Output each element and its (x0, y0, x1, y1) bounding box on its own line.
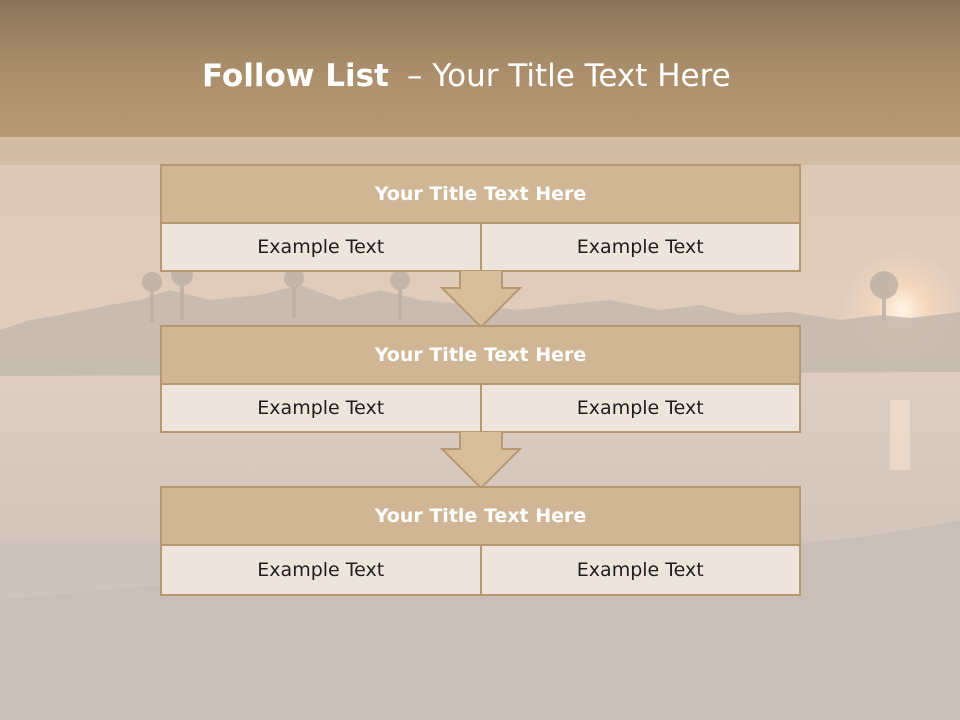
slide-title-dash: – (406, 58, 423, 94)
list-block-2: Your Title Text Here Example Text Exampl… (160, 325, 801, 433)
title-header-band (0, 0, 960, 137)
block-cell-left: Example Text (257, 397, 385, 419)
slide-title-text: Your Title Text Here (432, 58, 731, 94)
slide-title: Follow List–Your Title Text Here (202, 54, 731, 98)
down-arrow-icon (440, 431, 522, 490)
list-block-3: Your Title Text Here Example Text Exampl… (160, 486, 801, 596)
block-cell-left: Example Text (257, 236, 385, 258)
block-row: Example Text Example Text (162, 224, 799, 270)
block-cell-right: Example Text (479, 385, 800, 431)
block-title: Your Title Text Here (162, 488, 799, 546)
header-lower-band (0, 137, 960, 165)
block-row: Example Text Example Text (162, 546, 799, 594)
block-row: Example Text Example Text (162, 385, 799, 431)
block-cell-right: Example Text (479, 546, 800, 594)
slide-title-bold: Follow List (202, 58, 389, 94)
block-title: Your Title Text Here (162, 327, 799, 385)
down-arrow-icon (440, 270, 522, 329)
block-cell-left: Example Text (257, 559, 385, 581)
block-title: Your Title Text Here (162, 166, 799, 224)
list-block-1: Your Title Text Here Example Text Exampl… (160, 164, 801, 272)
block-cell-right: Example Text (479, 224, 800, 270)
